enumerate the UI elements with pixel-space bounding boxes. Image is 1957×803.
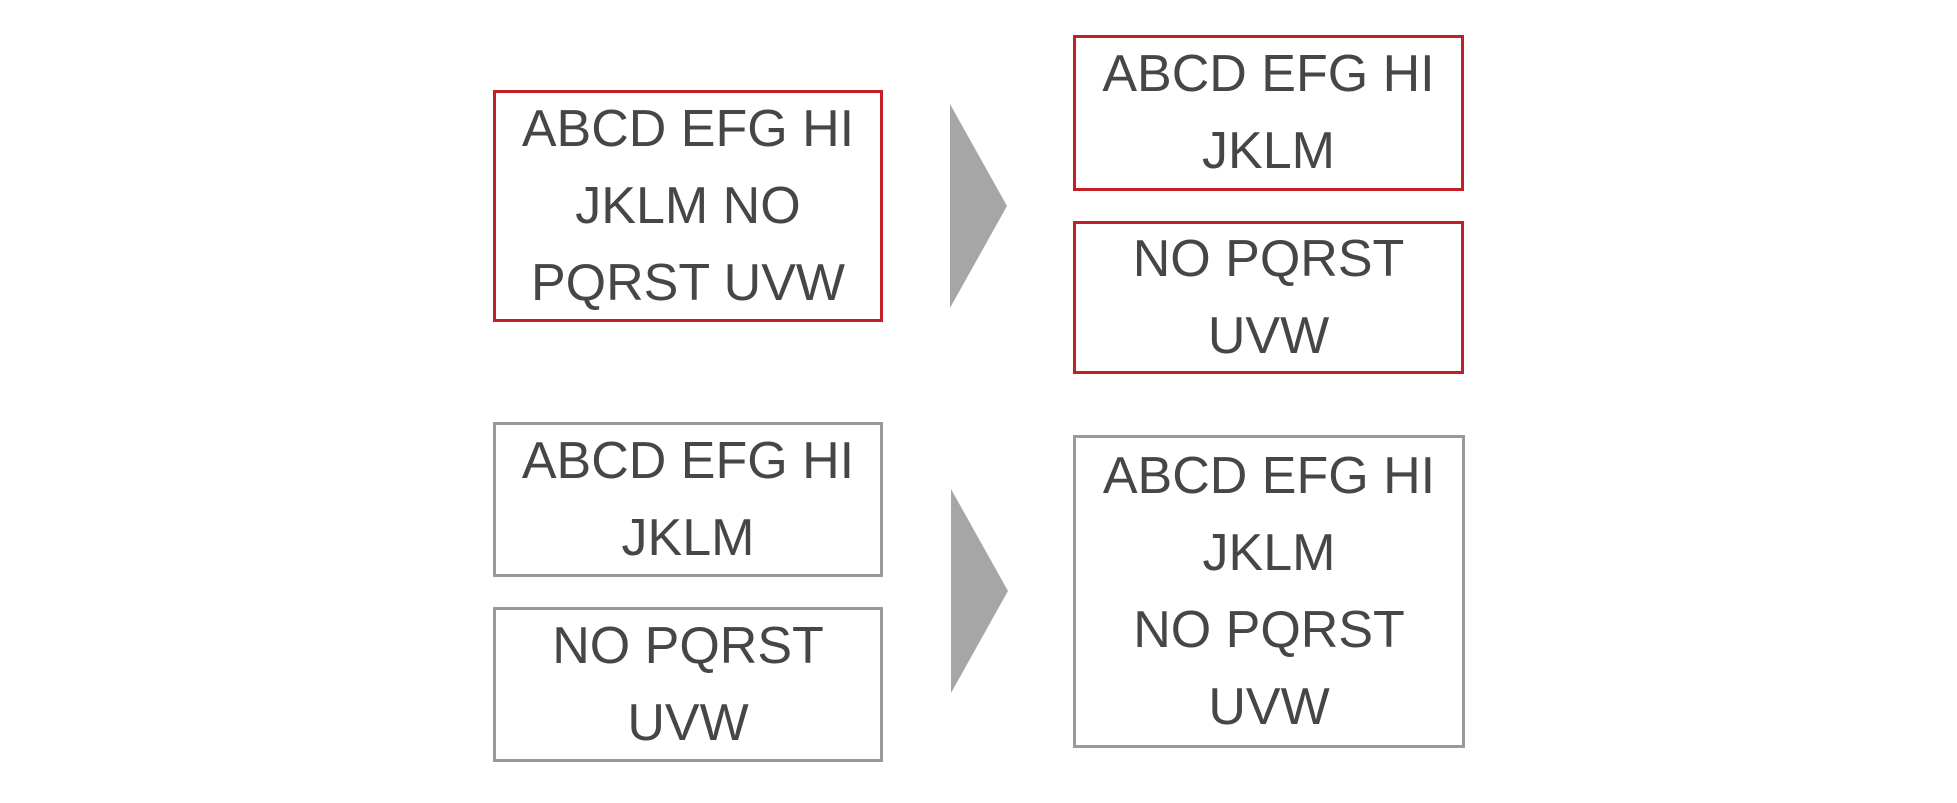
merge-result-box: ABCD EFG HI JKLM NO PQRST UVW (1073, 435, 1465, 748)
split-result-2-text: NO PQRST UVW (1132, 229, 1405, 365)
merge-source-1-text: ABCD EFG HI JKLM (521, 431, 855, 567)
merge-source-box-2: NO PQRST UVW (493, 607, 883, 762)
split-result-box-2: NO PQRST UVW (1073, 221, 1464, 374)
split-result-1-text: ABCD EFG HI JKLM (1102, 45, 1435, 180)
merge-source-2-text: NO PQRST UVW (552, 616, 824, 752)
split-source-text: ABCD EFG HI JKLM NO PQRST UVW (521, 99, 855, 312)
split-source-box: ABCD EFG HI JKLM NO PQRST UVW (493, 90, 883, 322)
merge-source-box-1: ABCD EFG HI JKLM (493, 422, 883, 577)
right-arrow-icon (951, 489, 1008, 693)
split-result-box-1: ABCD EFG HI JKLM (1073, 35, 1464, 191)
merge-result-text: ABCD EFG HI JKLM NO PQRST UVW (1102, 446, 1436, 736)
right-arrow-icon (950, 104, 1007, 308)
